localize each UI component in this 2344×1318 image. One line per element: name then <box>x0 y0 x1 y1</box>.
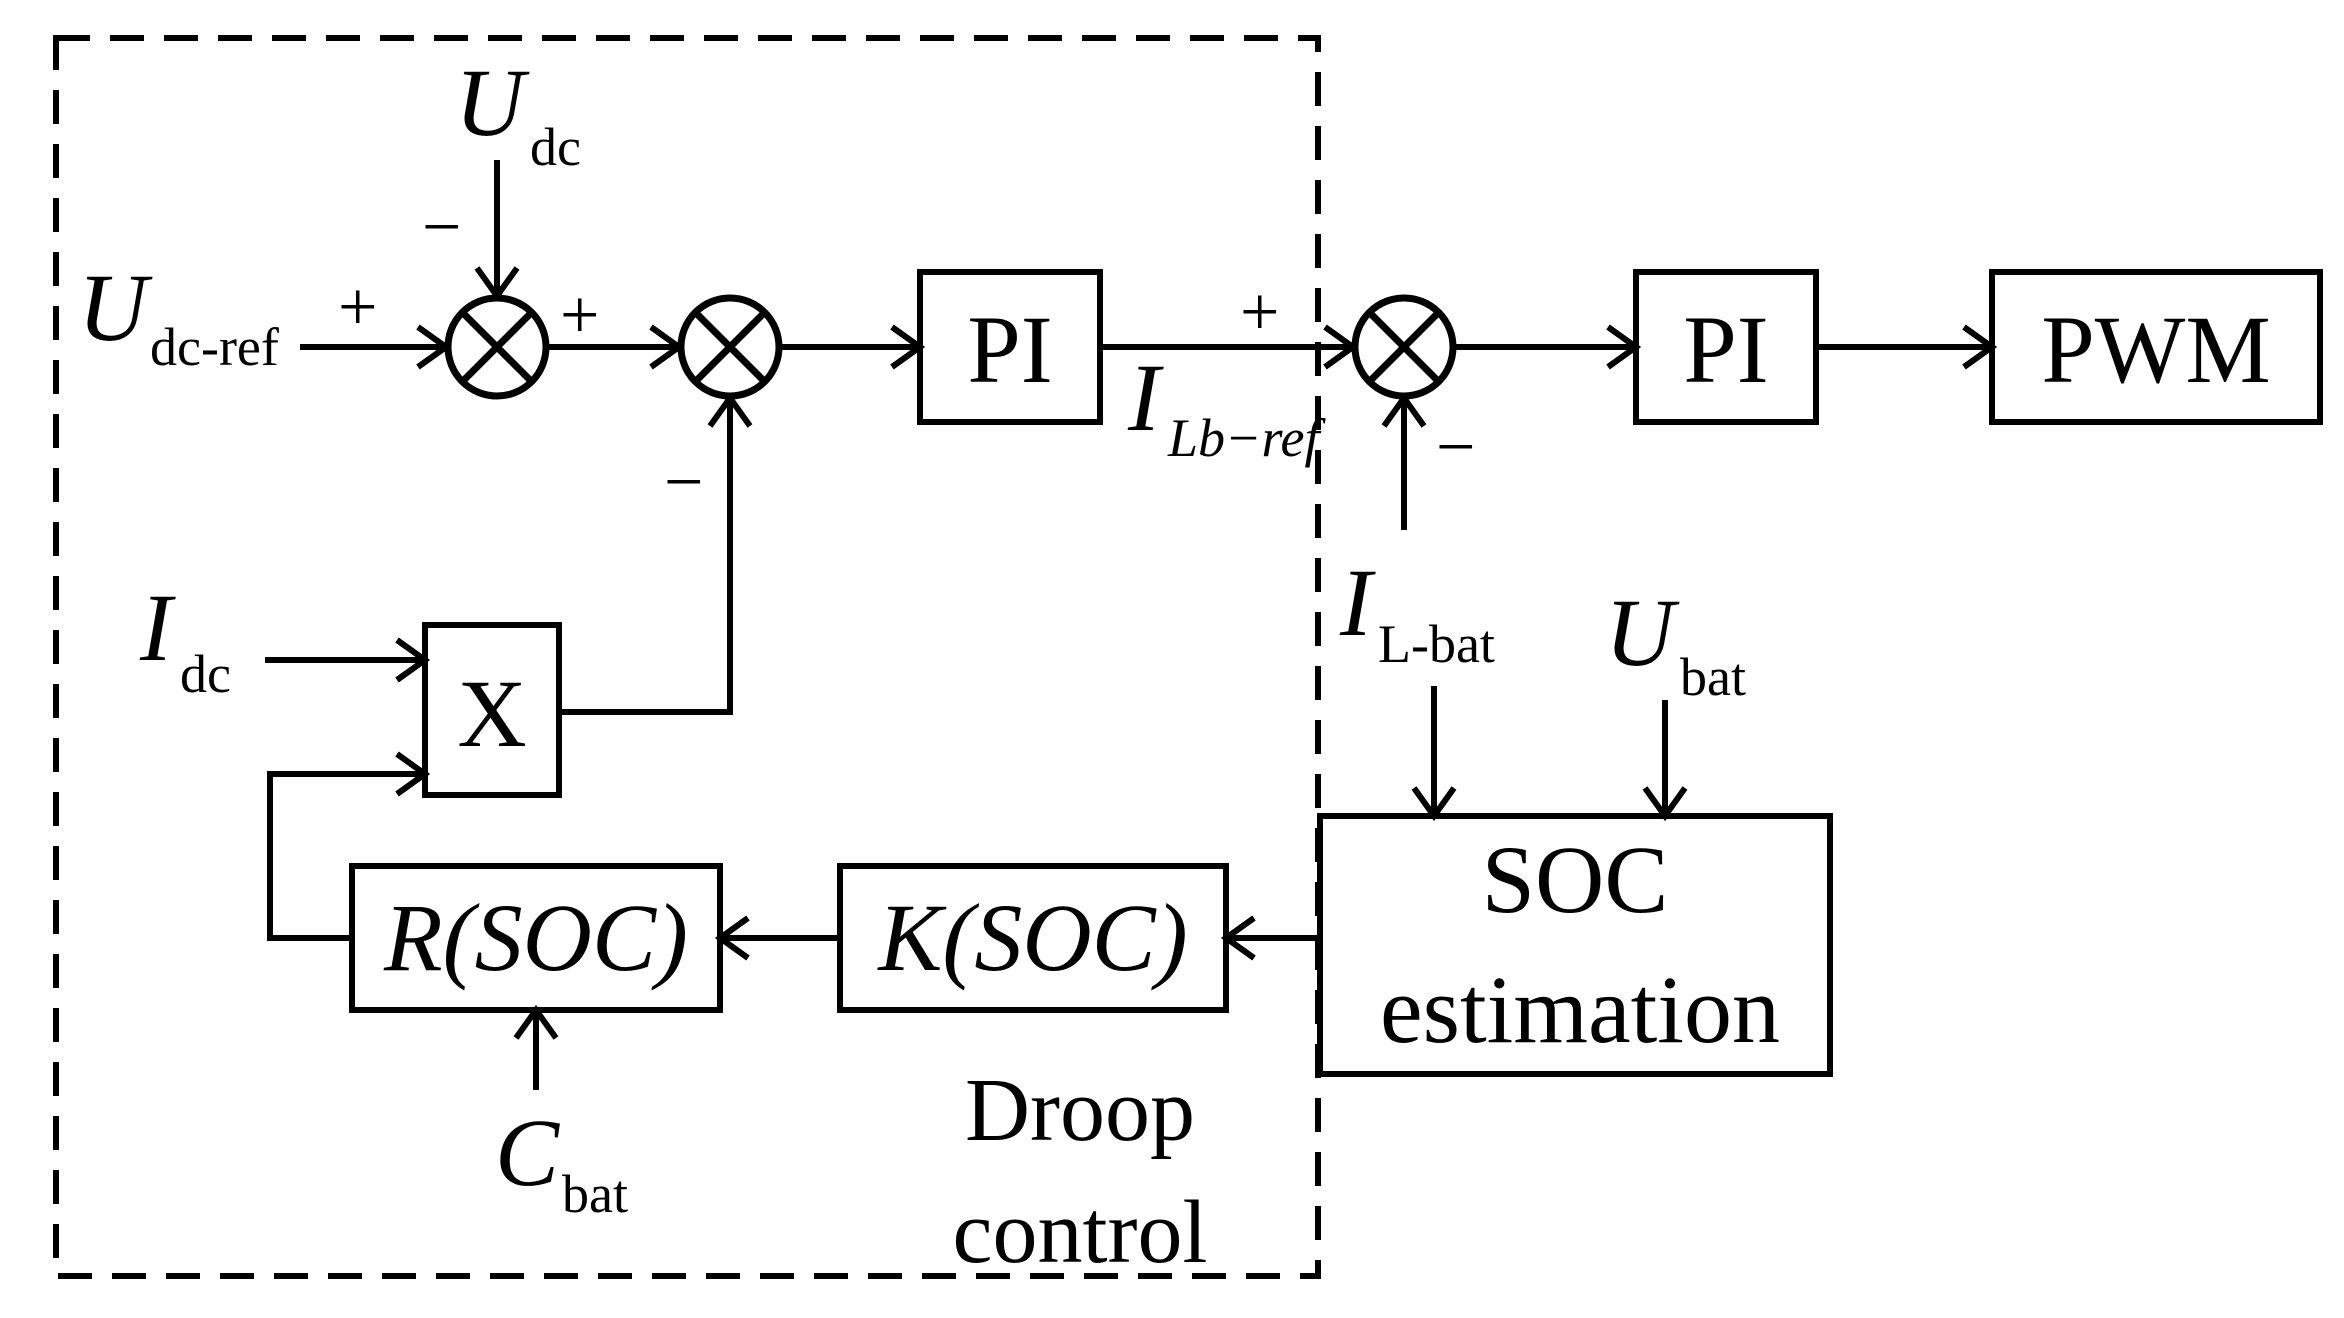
pi-inner-block: PI <box>1633 269 1819 425</box>
svg-text:I: I <box>1127 344 1164 451</box>
pi-outer-label: PI <box>967 296 1052 403</box>
signal-lines <box>265 160 1998 1090</box>
k-soc-block: K(SOC) <box>837 863 1229 1013</box>
signal-label-i-dc: I dc <box>139 574 231 704</box>
svg-text:dc: dc <box>530 117 581 177</box>
svg-text:U: U <box>455 49 530 156</box>
droop-control-region <box>53 35 1321 1279</box>
summing-junction-2 <box>677 294 783 400</box>
signal-label-u-bat: U bat <box>1605 579 1746 707</box>
sign-sum1-ref: + <box>338 269 377 346</box>
signal-label-u-dc-ref: U dc-ref <box>78 254 279 377</box>
r-soc-label: R(SOC) <box>383 884 688 991</box>
sign-sum2-fb: − <box>664 444 703 521</box>
signal-label-i-lb-ref: I Lb−ref <box>1127 344 1326 468</box>
svg-text:Lb−ref: Lb−ref <box>1167 408 1326 468</box>
sign-sum2-in: + <box>560 277 599 354</box>
droop-control-label-line2: control <box>953 1183 1208 1282</box>
soc-estimation-line2: estimation <box>1380 956 1780 1063</box>
svg-text:I: I <box>1339 549 1376 656</box>
summing-junction-1 <box>444 294 550 400</box>
droop-control-label-line1: Droop <box>965 1061 1195 1160</box>
signal-label-c-bat: C bat <box>495 1099 628 1224</box>
multiplier-label: X <box>457 660 526 767</box>
sign-sum3-in: + <box>1240 274 1279 351</box>
svg-text:L-bat: L-bat <box>1378 614 1495 674</box>
summing-junction-3 <box>1351 294 1457 400</box>
signal-label-u-dc: U dc <box>455 49 581 177</box>
svg-text:bat: bat <box>562 1164 628 1224</box>
sign-sum1-fb: − <box>422 189 461 266</box>
soc-estimation-block: SOC estimation <box>1317 813 1833 1077</box>
r-soc-block: R(SOC) <box>349 863 723 1013</box>
pi-outer-block: PI <box>917 269 1103 425</box>
svg-text:bat: bat <box>1680 647 1746 707</box>
svg-text:C: C <box>495 1099 560 1206</box>
sign-sum3-fb: − <box>1436 409 1475 486</box>
pi-inner-label: PI <box>1683 296 1768 403</box>
svg-text:U: U <box>78 254 153 361</box>
k-soc-label: K(SOC) <box>876 884 1187 991</box>
signal-label-i-l-bat: I L-bat <box>1339 549 1495 674</box>
svg-text:I: I <box>139 574 176 681</box>
svg-text:dc-ref: dc-ref <box>150 317 279 377</box>
svg-text:dc: dc <box>180 644 231 704</box>
svg-text:U: U <box>1605 579 1680 686</box>
soc-estimation-line1: SOC <box>1482 826 1669 933</box>
pwm-label: PWM <box>2041 296 2270 403</box>
pwm-block: PWM <box>1989 269 2323 425</box>
multiplier-block: X <box>422 622 562 798</box>
